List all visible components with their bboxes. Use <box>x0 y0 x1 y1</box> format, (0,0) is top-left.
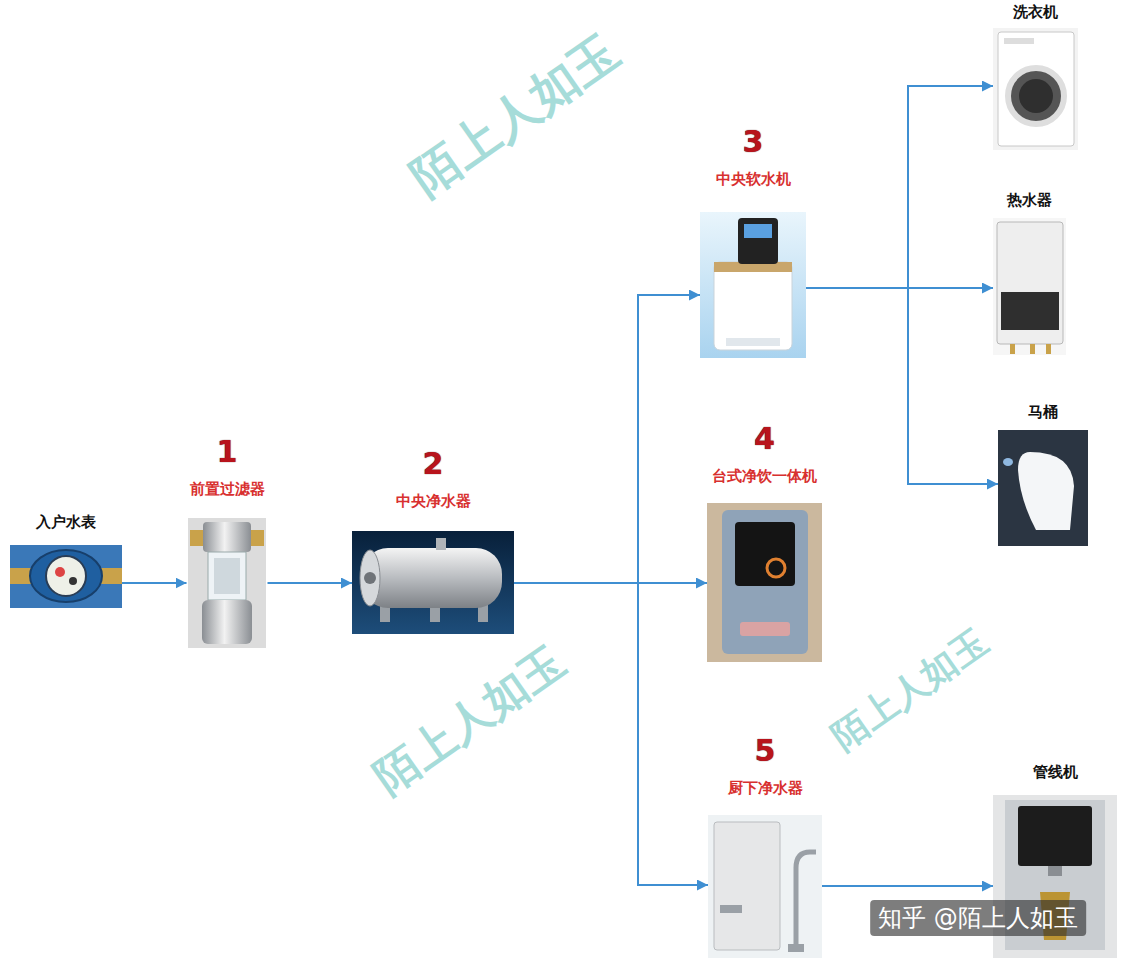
callout-number: 1 <box>217 436 238 468</box>
device-label: 厨下净水器 <box>728 779 803 797</box>
flow-arrow <box>806 288 998 484</box>
pre-filter-picture <box>188 518 266 648</box>
toilet-picture <box>998 430 1088 546</box>
device-label: 前置过滤器 <box>190 480 265 498</box>
device-node: 2 中央净水器 <box>352 448 514 634</box>
flow-arrow <box>514 583 708 885</box>
flow-arrow <box>122 582 187 584</box>
device-node: 5 厨下净水器 <box>708 735 822 958</box>
watermark: 陌上人如玉 <box>822 618 998 761</box>
device-label: 管线机 <box>1033 763 1078 781</box>
device-label: 马桶 <box>1028 403 1058 421</box>
appliance-node: 热水器 <box>993 191 1066 355</box>
flow-arrow <box>268 582 353 584</box>
softener-picture <box>700 212 806 358</box>
desktop-dispenser-picture <box>707 503 822 662</box>
device-label: 热水器 <box>1007 191 1052 209</box>
device-label: 中央软水机 <box>716 170 791 188</box>
callout-number: 2 <box>423 448 444 480</box>
flow-arrow <box>822 885 993 887</box>
device-label: 中央净水器 <box>396 492 471 510</box>
flow-arrow <box>806 86 993 288</box>
central-purifier-picture <box>352 531 514 634</box>
device-node: 4 台式净饮一体机 <box>707 423 822 662</box>
device-label: 洗衣机 <box>1013 3 1058 21</box>
callout-number: 5 <box>755 735 776 767</box>
meter-node: 入户水表 <box>10 513 122 608</box>
device-label: 入户水表 <box>36 513 96 531</box>
device-node: 3 中央软水机 <box>700 126 806 358</box>
device-node: 1 前置过滤器 <box>187 436 268 648</box>
device-label: 台式净饮一体机 <box>712 467 817 485</box>
appliance-node: 洗衣机 <box>993 3 1078 150</box>
heater-picture <box>993 218 1066 355</box>
water-meter-picture <box>10 545 122 608</box>
watermark: 陌上人如玉 <box>363 633 577 808</box>
appliance-node: 马桶 <box>998 403 1088 546</box>
callout-number: 4 <box>754 423 775 455</box>
callout-number: 3 <box>743 126 764 158</box>
source-signature: 知乎 @陌上人如玉 <box>870 900 1086 936</box>
under-sink-purifier-picture <box>708 815 822 958</box>
washer-picture <box>993 28 1078 150</box>
watermark: 陌上人如玉 <box>398 20 631 210</box>
flow-arrow <box>514 295 700 583</box>
